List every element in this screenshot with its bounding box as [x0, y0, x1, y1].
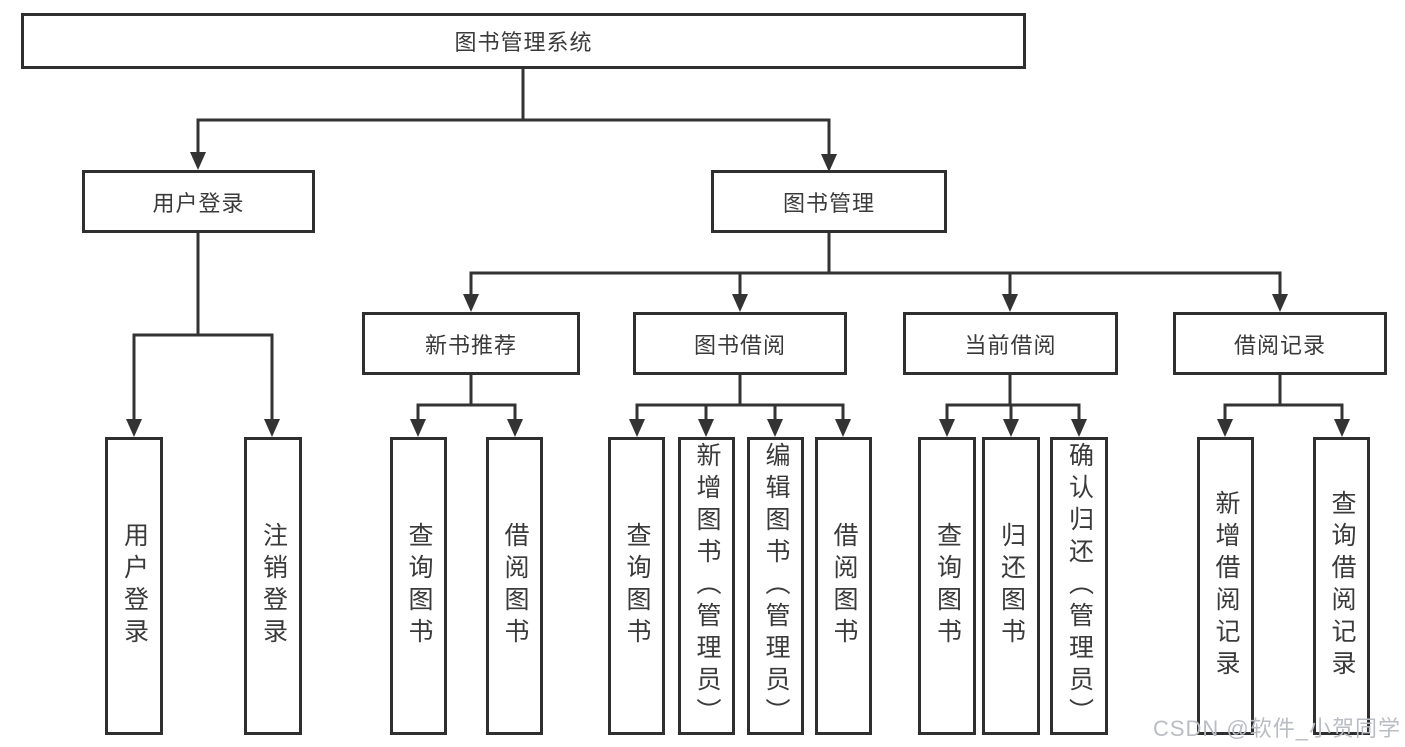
leaf-query-current-book-label: 查询图书: [933, 522, 962, 650]
node-book-borrow-label: 图书借阅: [693, 332, 786, 358]
leaf-add-book-admin: 新增图书（管理员）: [678, 437, 735, 735]
node-book-management-label: 图书管理: [782, 190, 875, 216]
node-current-borrow: 当前借阅: [903, 312, 1118, 375]
leaf-query-book: 查询图书: [608, 437, 665, 735]
leaf-query-book-label: 查询图书: [623, 522, 651, 650]
node-root: 图书管理系统: [21, 13, 1026, 69]
watermark: CSDN @软件_小贺同学: [1152, 716, 1401, 741]
node-current-borrow-label: 当前借阅: [964, 332, 1057, 358]
leaf-logout-label: 注销登录: [259, 522, 288, 650]
node-root-label: 图书管理系统: [454, 30, 593, 55]
node-borrow-records: 借阅记录: [1173, 312, 1387, 375]
leaf-return-book: 归还图书: [982, 437, 1040, 735]
leaf-query-borrow-record: 查询借阅记录: [1313, 437, 1370, 735]
leaf-add-borrow-record: 新增借阅记录: [1197, 437, 1254, 735]
leaf-borrow-book-recommend: 借阅图书: [486, 437, 543, 735]
leaf-borrow-book-label: 借阅图书: [830, 522, 858, 650]
node-book-management: 图书管理: [711, 170, 947, 233]
leaf-borrow-book: 借阅图书: [815, 437, 872, 735]
leaf-borrow-book-recommend-label: 借阅图书: [501, 522, 529, 650]
leaf-return-book-label: 归还图书: [997, 522, 1026, 650]
leaf-edit-book-admin: 编辑图书（管理员）: [747, 437, 804, 735]
leaf-query-borrow-record-label: 查询借阅记录: [1328, 490, 1356, 682]
leaf-query-book-recommend: 查询图书: [390, 437, 447, 735]
node-user-login: 用户登录: [82, 170, 315, 233]
node-new-book-recommend: 新书推荐: [362, 312, 580, 375]
leaf-add-book-admin-label: 新增图书（管理员）: [693, 442, 721, 730]
leaf-confirm-return-admin-label: 确认归还（管理员）: [1065, 442, 1094, 730]
leaf-user-login: 用户登录: [105, 437, 163, 735]
node-book-borrow: 图书借阅: [633, 312, 847, 375]
node-borrow-records-label: 借阅记录: [1233, 332, 1326, 358]
leaf-add-borrow-record-label: 新增借阅记录: [1212, 490, 1240, 682]
leaf-query-book-recommend-label: 查询图书: [405, 522, 433, 650]
leaf-confirm-return-admin: 确认归还（管理员）: [1050, 437, 1108, 735]
node-new-book-recommend-label: 新书推荐: [424, 332, 517, 358]
leaf-query-current-book: 查询图书: [918, 437, 976, 735]
leaf-logout: 注销登录: [244, 437, 302, 735]
leaf-user-login-label: 用户登录: [120, 522, 149, 650]
leaf-edit-book-admin-label: 编辑图书（管理员）: [762, 442, 790, 730]
node-user-login-label: 用户登录: [152, 190, 245, 216]
